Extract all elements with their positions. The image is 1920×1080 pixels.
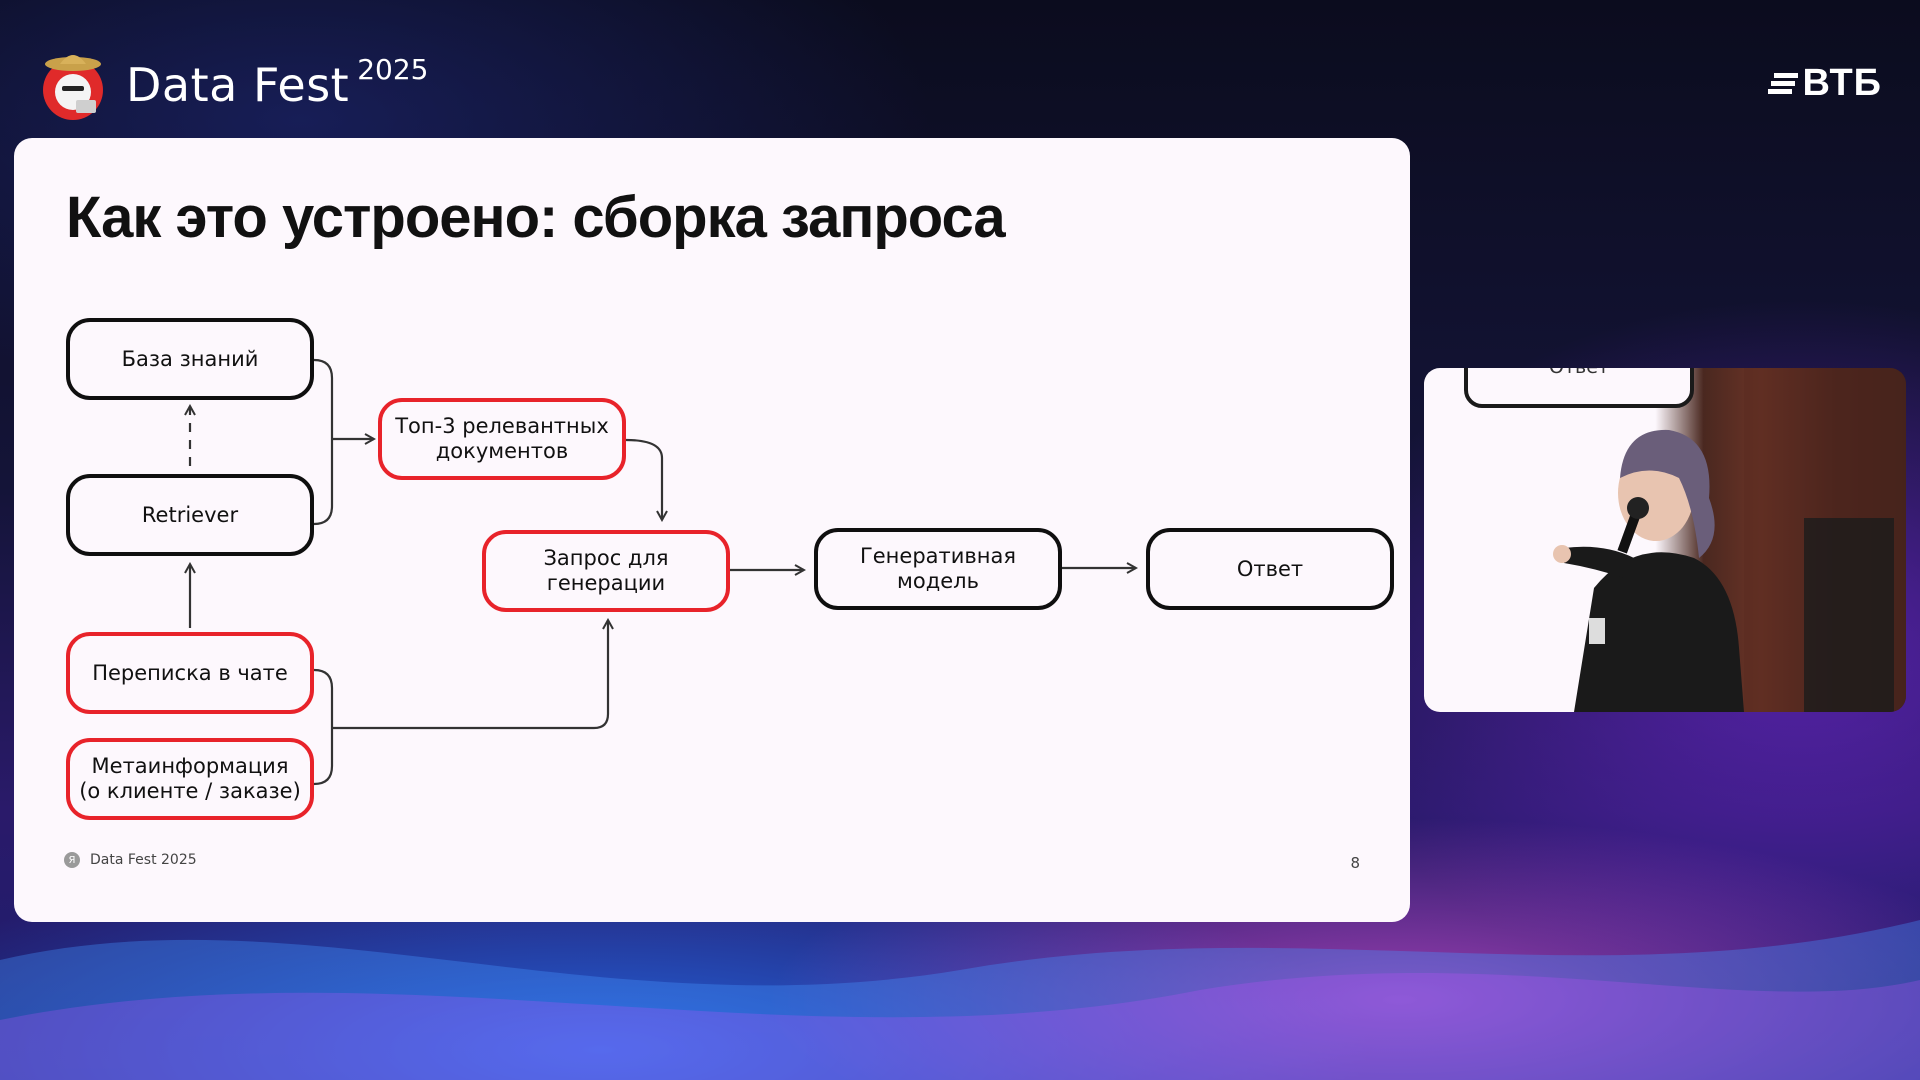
background-wave: [0, 920, 1920, 1080]
arrow-to-request: [332, 620, 608, 730]
node-knowledge-base: База знаний: [66, 318, 314, 400]
speaker-video: Ответ: [1424, 368, 1906, 712]
node-meta-info: Метаинформация (о клиенте / заказе): [66, 738, 314, 820]
vtb-logo-icon: [1768, 72, 1799, 94]
node-retriever: Retriever: [66, 474, 314, 556]
event-name: Data Fest: [126, 58, 350, 112]
mascot-logo-icon: [43, 55, 103, 120]
arrow-top3-to-request: [625, 438, 662, 520]
node-generation-request: Запрос для генерации: [482, 530, 730, 612]
slide-footer-brand: Я Data Fest 2025: [64, 852, 197, 868]
node-generative-model: Генеративная модель: [814, 528, 1062, 610]
flow-connectors: [14, 358, 1410, 786]
sponsor-logo: ВТБ: [1768, 62, 1882, 105]
event-year: 2025: [357, 52, 429, 86]
video-slide-answer-node: Ответ: [1464, 368, 1694, 408]
presentation-slide: Как это устроено: сборка запроса База: [14, 138, 1410, 922]
slide-title: Как это устроено: сборка запроса: [66, 185, 1006, 250]
bracket-chat-meta: [313, 668, 334, 786]
bracket-kb-retriever: [313, 358, 334, 526]
slide-page-number: 8: [1350, 854, 1360, 872]
node-answer: Ответ: [1146, 528, 1394, 610]
node-top3-documents: Топ-3 релевантных документов: [378, 398, 626, 480]
sponsor-name: ВТБ: [1802, 62, 1882, 104]
speaker-figure: [1553, 368, 1906, 712]
yandex-icon: Я: [64, 852, 80, 868]
event-brand: Data Fest 2025: [38, 48, 428, 122]
node-chat-history: Переписка в чате: [66, 632, 314, 714]
